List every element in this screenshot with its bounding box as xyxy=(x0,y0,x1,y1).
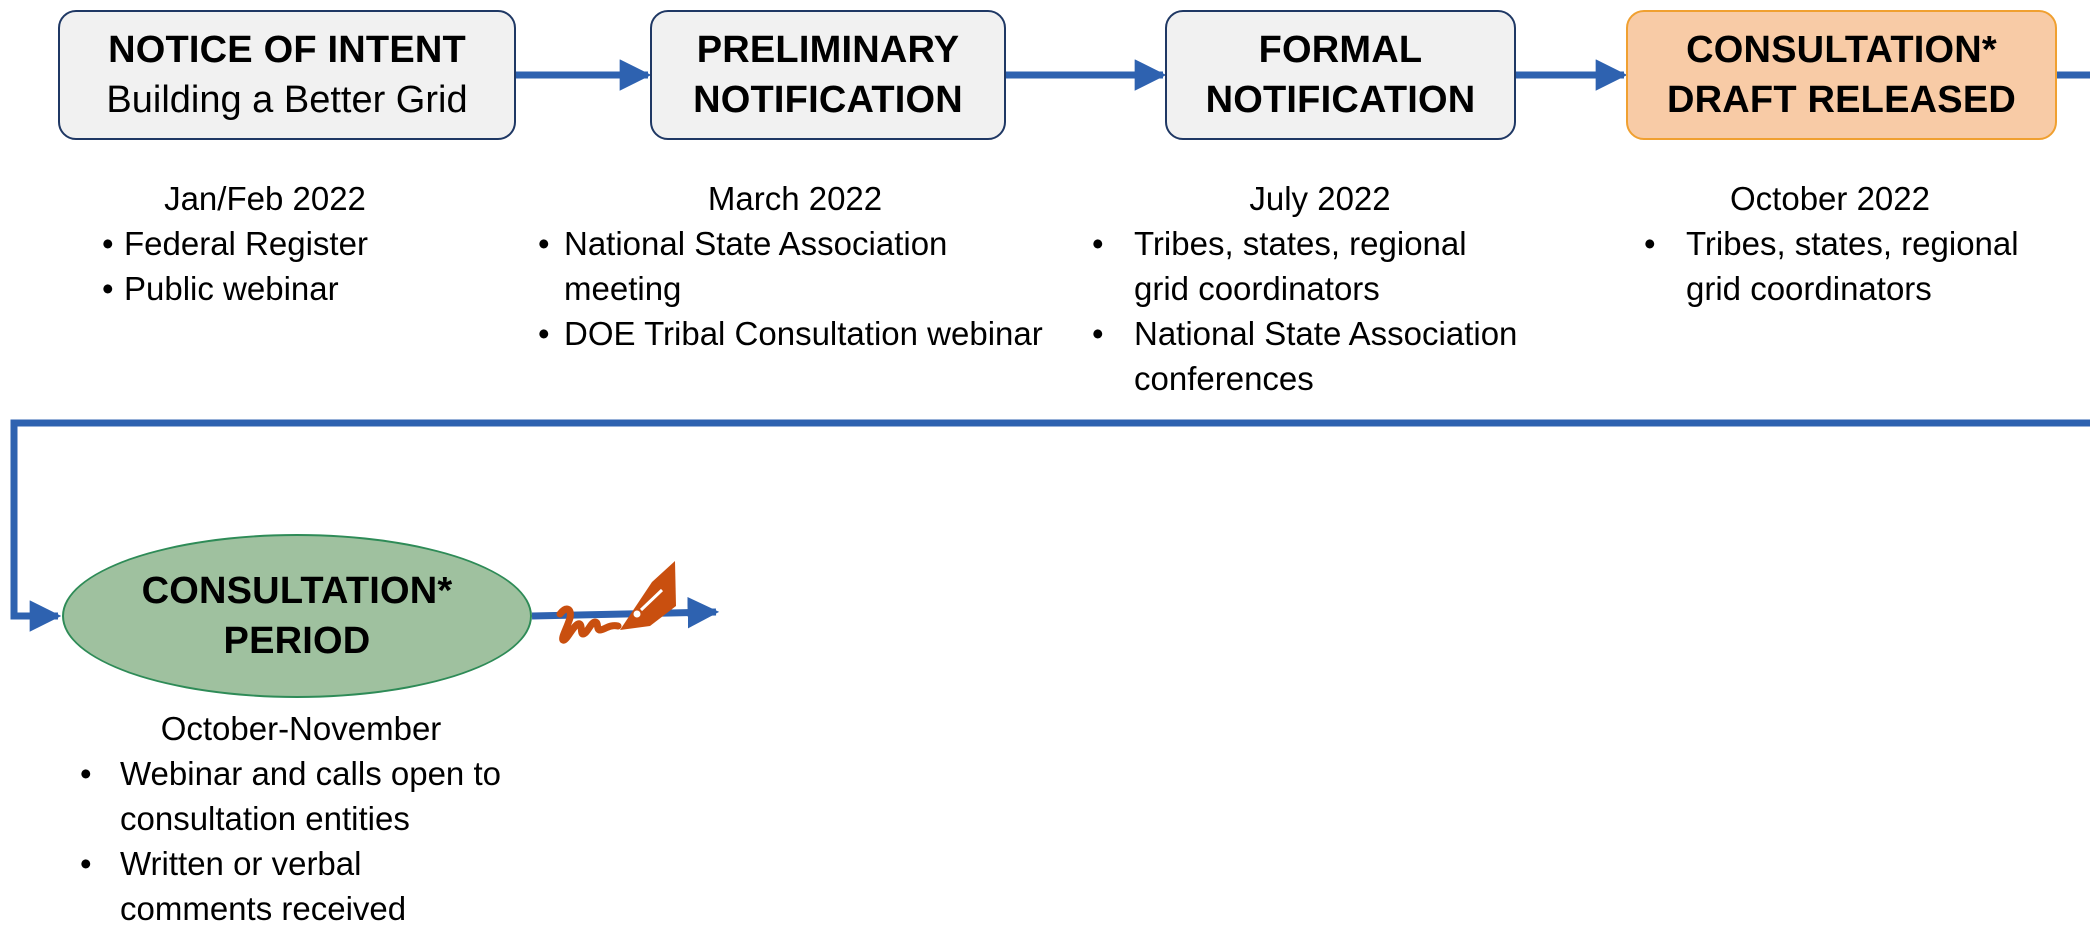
stage-consultation-draft-released: CONSULTATION* DRAFT RELEASED xyxy=(1626,10,2057,140)
stage-date: March 2022 xyxy=(707,180,883,217)
stage-details-consultation-period: October-November Webinar and calls open … xyxy=(76,706,506,931)
stage-title: FORMAL xyxy=(1258,29,1423,71)
stage-details-formal-notification: July 2022 Tribes, states, regional grid … xyxy=(1090,176,1530,401)
stage-subtitle: NOTIFICATION xyxy=(693,79,963,121)
list-item: Tribes, states, regional grid coordinato… xyxy=(1640,221,2020,311)
stage-subtitle: Building a Better Grid xyxy=(106,79,468,121)
stage-subtitle: DRAFT RELEASED xyxy=(1666,79,2017,121)
stage-details-notice-of-intent: Jan/Feb 2022 Federal Register Public web… xyxy=(100,176,430,311)
list-item: Tribes, states, regional grid coordinato… xyxy=(1090,221,1530,311)
list-item: Written or verbal comments received xyxy=(76,841,506,931)
stage-title: CONSULTATION* xyxy=(1686,29,1997,71)
stage-preliminary-notification: PRELIMINARY NOTIFICATION xyxy=(650,10,1006,140)
stage-date: October 2022 xyxy=(1730,180,1930,217)
list-item: Federal Register xyxy=(100,221,430,266)
list-item: DOE Tribal Consultation webinar xyxy=(530,311,1060,356)
list-item: Webinar and calls open to consultation e… xyxy=(76,751,506,841)
stage-date: October-November xyxy=(160,710,442,747)
stage-notice-of-intent: NOTICE OF INTENT Building a Better Grid xyxy=(58,10,516,140)
list-item: National State Association conferences xyxy=(1090,311,1530,401)
stage-subtitle: PERIOD xyxy=(223,620,371,662)
stage-details-consultation-draft-released: October 2022 Tribes, states, regional gr… xyxy=(1640,176,2020,311)
stage-title: PRELIMINARY xyxy=(696,29,960,71)
connector-line xyxy=(10,419,2090,632)
list-item: National State Association meeting xyxy=(530,221,1060,311)
list-item: Public webinar xyxy=(100,266,430,311)
stage-date: July 2022 xyxy=(1249,180,1391,217)
stage-details-preliminary-notification: March 2022 National State Association me… xyxy=(530,176,1060,356)
stage-date: Jan/Feb 2022 xyxy=(164,180,366,217)
stage-subtitle: NOTIFICATION xyxy=(1205,79,1476,121)
stage-title: CONSULTATION* xyxy=(141,570,453,612)
stage-formal-notification: FORMAL NOTIFICATION xyxy=(1165,10,1516,140)
pen-signature-icon xyxy=(556,561,676,644)
stage-title: NOTICE OF INTENT xyxy=(108,29,466,71)
stage-consultation-period: CONSULTATION* PERIOD xyxy=(62,534,532,698)
